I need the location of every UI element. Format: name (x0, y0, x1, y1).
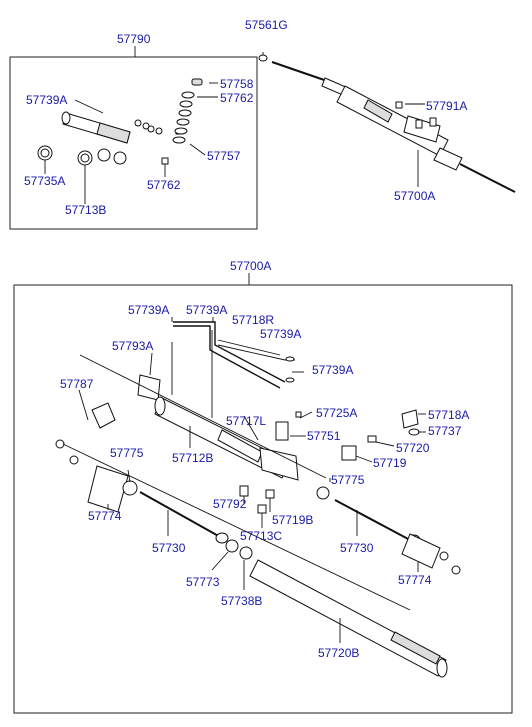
tie-rod-right (316, 486, 461, 575)
label-57713C[interactable]: 57713C (240, 529, 282, 543)
label-57719B[interactable]: 57719B (272, 513, 313, 527)
tie-rod-left (55, 439, 253, 560)
valve-body-part (259, 411, 302, 481)
label-57773[interactable]: 57773 (186, 575, 220, 589)
label-57790[interactable]: 57790 (117, 32, 151, 46)
label-57718A[interactable]: 57718A (428, 408, 469, 422)
label-57739A-top[interactable]: 57739A (26, 93, 67, 107)
label-57791A[interactable]: 57791A (426, 99, 467, 113)
main-assembly-box (13, 284, 513, 714)
mount-57793A-part (137, 374, 161, 401)
label-57713B[interactable]: 57713B (65, 203, 106, 217)
main-assembly-group (13, 273, 513, 714)
label-57758[interactable]: 57758 (220, 77, 254, 91)
label-57735A[interactable]: 57735A (24, 174, 65, 188)
label-57720[interactable]: 57720 (396, 441, 430, 455)
housing-57712B-part (154, 396, 291, 479)
label-57792[interactable]: 57792 (213, 497, 247, 511)
label-57712B[interactable]: 57712B (172, 451, 213, 465)
label-57739A-b[interactable]: 57739A (186, 303, 227, 317)
label-57725A[interactable]: 57725A (316, 406, 357, 420)
rack-57720B-part (249, 559, 448, 678)
label-57793A[interactable]: 57793A (112, 339, 153, 353)
label-57730-b[interactable]: 57730 (340, 541, 374, 555)
bracket-57787-part (78, 389, 116, 429)
label-57737[interactable]: 57737 (428, 424, 462, 438)
seal-tube-part (61, 111, 131, 144)
assembly-57700A-overview (258, 52, 516, 193)
label-57774-b[interactable]: 57774 (398, 573, 432, 587)
label-57739A-a[interactable]: 57739A (128, 303, 169, 317)
ring-stack-part (161, 78, 203, 165)
label-57719[interactable]: 57719 (373, 456, 407, 470)
label-57787[interactable]: 57787 (60, 377, 94, 391)
part-labels: 57790 57561G 57739A 57758 57762 57791A 5… (24, 18, 469, 660)
label-57738B[interactable]: 57738B (221, 594, 262, 608)
label-57717L[interactable]: 57717L (226, 414, 266, 428)
label-57561G[interactable]: 57561G (245, 18, 288, 32)
label-57757[interactable]: 57757 (207, 149, 241, 163)
pipe-lines (171, 321, 295, 418)
kit-57790-group (9, 46, 258, 230)
plate-57718A-part (401, 409, 419, 429)
label-57739A-d[interactable]: 57739A (312, 363, 353, 377)
small-seals-row (134, 119, 183, 135)
label-57774-a[interactable]: 57774 (88, 509, 122, 523)
label-57739A-c[interactable]: 57739A (260, 327, 301, 341)
label-57762-bot[interactable]: 57762 (147, 178, 181, 192)
label-57720B[interactable]: 57720B (318, 646, 359, 660)
label-57700A-main[interactable]: 57700A (230, 259, 271, 273)
label-57762-top[interactable]: 57762 (220, 91, 254, 105)
label-57730-a[interactable]: 57730 (152, 541, 186, 555)
label-57718R[interactable]: 57718R (232, 313, 274, 327)
label-57775-a[interactable]: 57775 (110, 446, 144, 460)
label-57775-b[interactable]: 57775 (331, 473, 365, 487)
kit-57790-box (9, 56, 258, 230)
label-57751[interactable]: 57751 (307, 429, 341, 443)
cap-57719-part (341, 445, 357, 461)
label-57700A-side[interactable]: 57700A (394, 189, 435, 203)
